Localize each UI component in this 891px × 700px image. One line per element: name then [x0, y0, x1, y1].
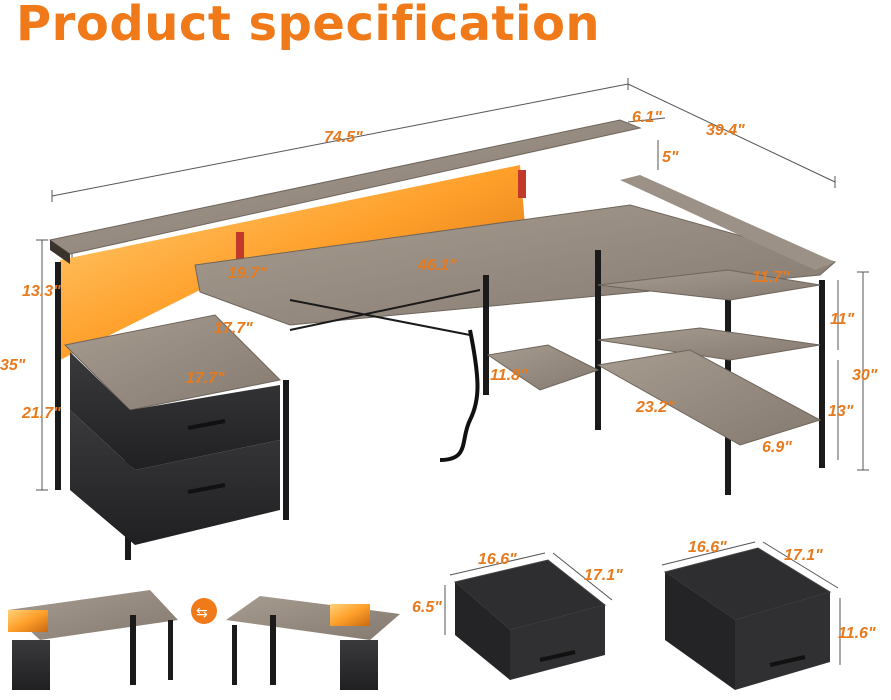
drawer-small-depth-label: 17.1" [584, 567, 623, 584]
swap-arrows-icon: ⇆ [191, 598, 217, 624]
shelf-depth-label: 6.1" [632, 109, 662, 126]
drawer-large [663, 547, 832, 690]
shelf-upper-label: 11" [830, 311, 855, 328]
desk-top [194, 204, 837, 326]
desk-width-label: 46.1" [417, 257, 457, 274]
upper-drawer [70, 352, 280, 470]
cabinet-depth-label: 17.7" [214, 320, 253, 337]
drawer-small [453, 559, 607, 680]
small-shelf-label: 11.8" [490, 367, 528, 384]
return-length-label: 39.4" [706, 122, 745, 139]
cabinet-top [63, 314, 282, 411]
page-title: Product specification [16, 0, 601, 52]
return-width-label: 11.7" [752, 269, 790, 286]
lower-height-label: 21.7" [21, 405, 61, 422]
drawer-large-width-label: 16.6" [688, 539, 727, 556]
total-length-label: 74.5" [324, 129, 363, 146]
thumbnail-left-config [8, 590, 178, 690]
cabinet-width-label: 17.7" [186, 370, 225, 387]
side-height-label: 30" [852, 367, 878, 384]
drawer-small-height-label: 6.5" [412, 599, 442, 616]
shelf-length-label: 23.2" [635, 399, 675, 416]
drawer-large-height-label: 11.6" [838, 625, 876, 642]
shelf-gap-label: 6.9" [762, 439, 792, 456]
drawer-large-depth-label: 17.1" [784, 547, 823, 564]
drawer-small-width-label: 16.6" [478, 551, 517, 568]
shelf-height-label: 5" [662, 149, 679, 166]
shelf-lower-label: 13" [828, 403, 854, 420]
monitor-shelf [48, 119, 642, 255]
total-height-label: 35" [0, 357, 26, 374]
lower-drawer [70, 410, 280, 545]
desk-depth-label: 19.7" [228, 265, 267, 282]
thumbnail-right-config [226, 596, 400, 690]
upper-height-label: 13.3" [22, 283, 61, 300]
dimension-labels: 74.5" 6.1" 39.4" 5" 13.3" 35" 21.7" 19.7… [0, 109, 878, 456]
l-shaped-desk [48, 119, 837, 560]
svg-text:⇆: ⇆ [196, 605, 208, 621]
